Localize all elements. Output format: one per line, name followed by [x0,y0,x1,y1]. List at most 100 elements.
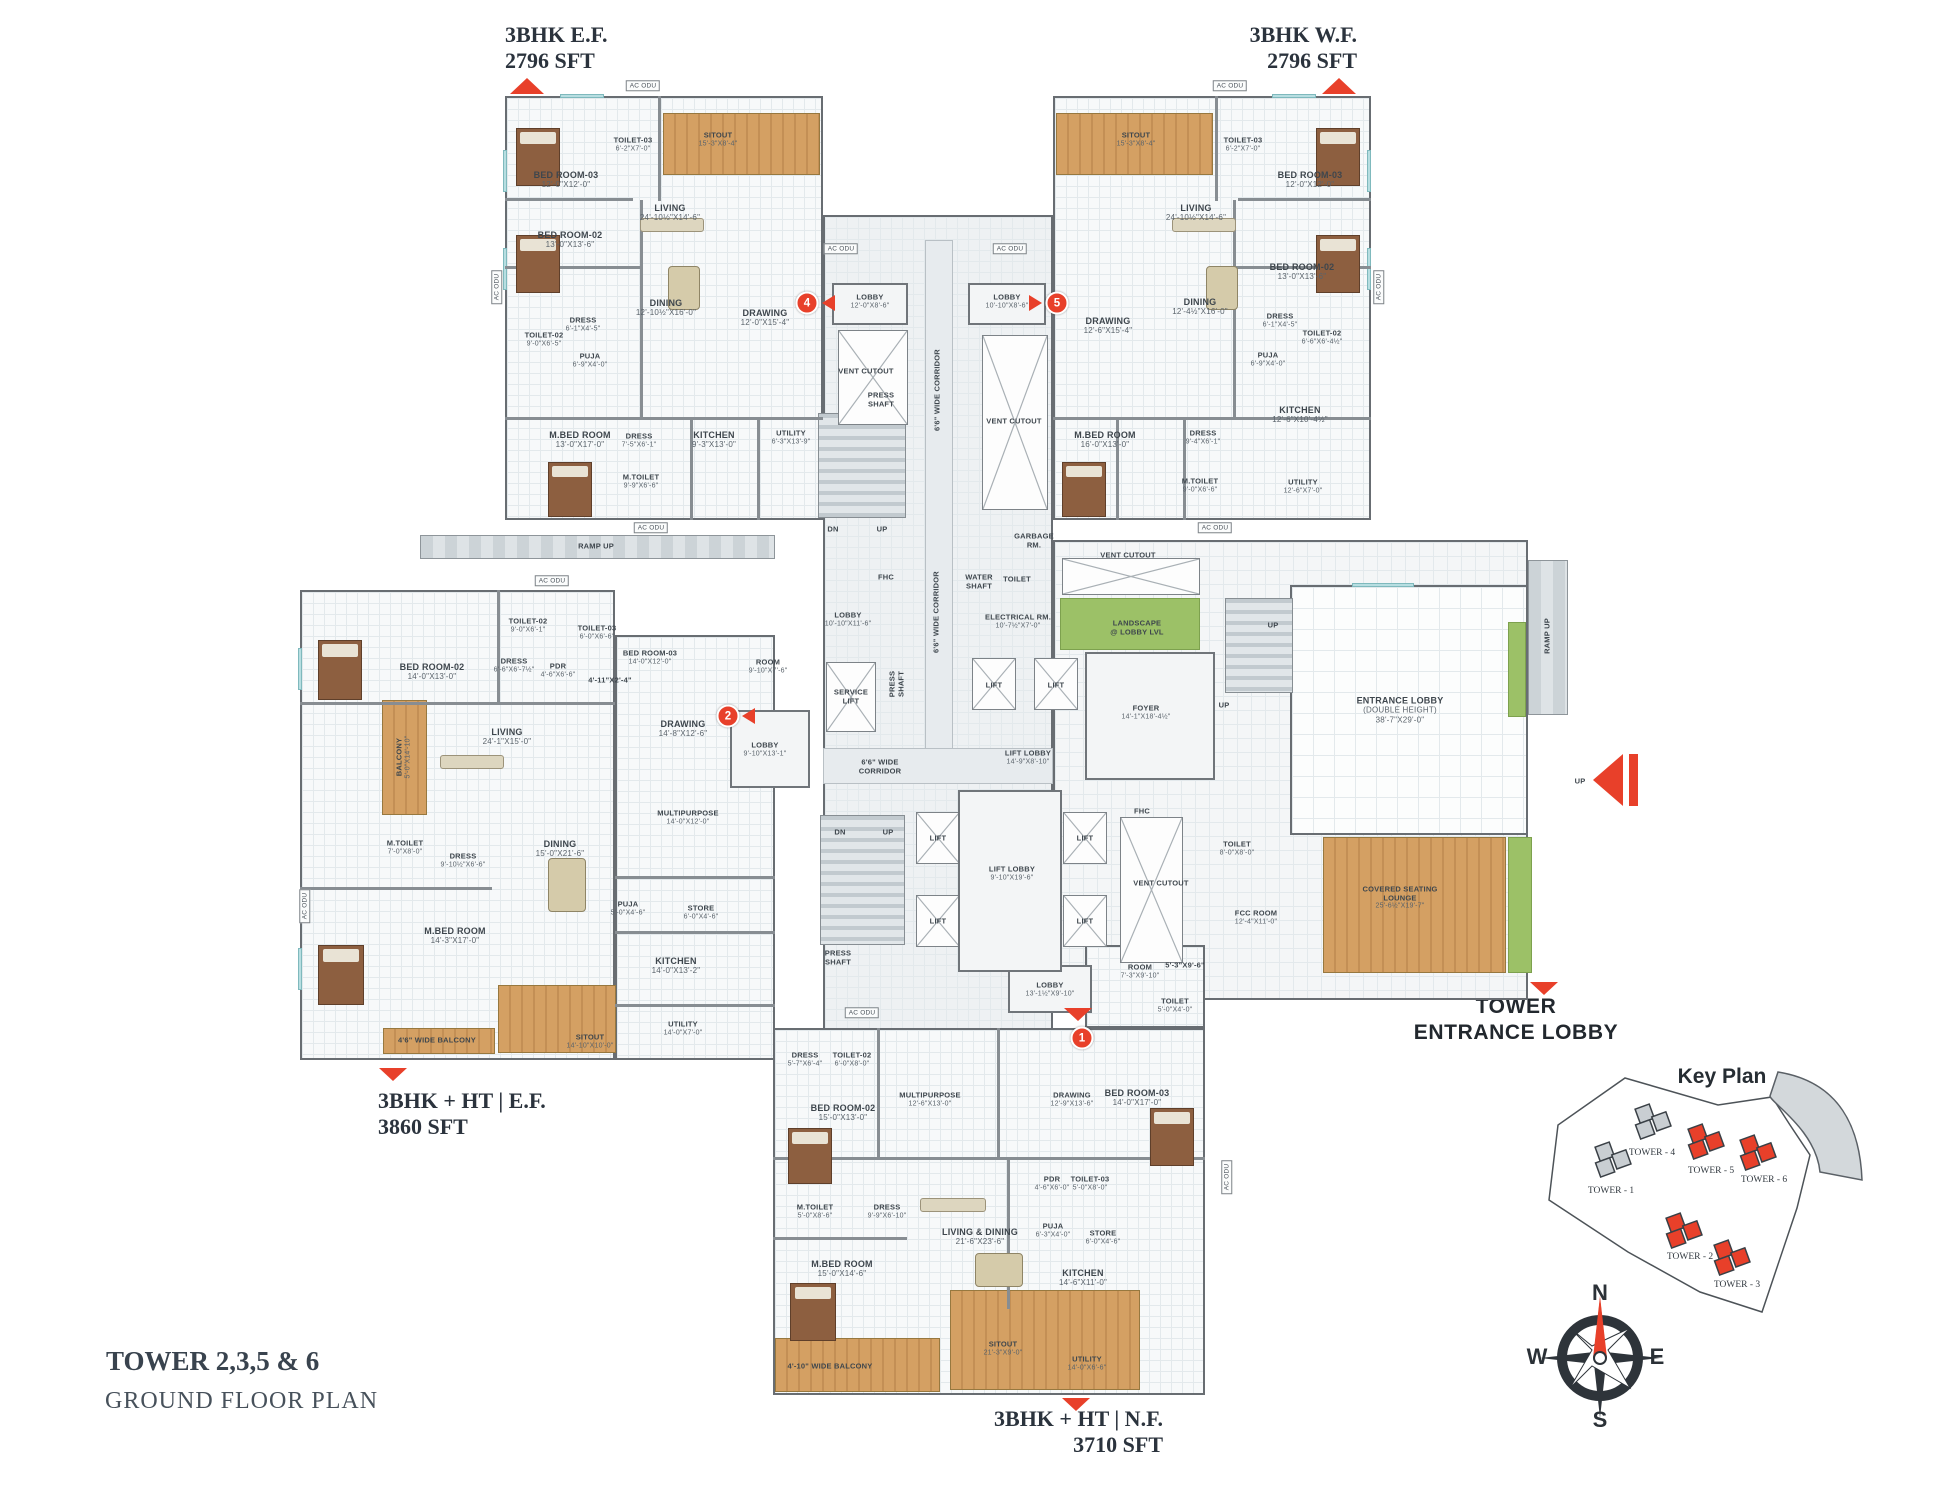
room-label: PRESS SHAFT [824,948,852,966]
compass-e: E [1649,1344,1665,1369]
room-label: UP [876,524,888,534]
key-plan-road [1769,1071,1863,1181]
room-label: VENT CUTOUT [838,366,894,376]
room-label: LIFT [929,833,947,843]
room-label: TOILET [1003,574,1031,584]
key-plan-tower-1 [1594,1141,1632,1179]
room-label: VENT CUTOUT [1133,878,1189,888]
room-label: RAMP UP [578,541,614,551]
wall-shape [300,702,615,705]
teal-shape [1272,94,1316,98]
wall-shape [1183,420,1186,520]
wall-shape [300,887,492,890]
tile-shape [1290,585,1528,835]
lbox-shape [832,283,908,325]
key-plan-tower-5 [1687,1123,1725,1161]
room-label: AC ODU [992,243,1028,255]
room-label: FHC [1133,806,1151,816]
room-label: AC ODU [625,80,661,92]
wall-shape [615,1004,775,1007]
pointer-top-left [510,78,544,94]
vent-shape [838,330,908,425]
vent-shape [1063,812,1107,864]
vent-shape [1120,817,1183,963]
key-plan-tower-6 [1739,1134,1777,1172]
title-accent-bar [64,1314,94,1424]
wall-shape [1238,198,1371,201]
sofa-shape [1172,218,1236,232]
vent-shape [1062,558,1200,595]
room-label: AC ODU [534,575,570,587]
unit-marker-arrow-5 [1029,295,1042,311]
key-plan-tower-label: TOWER - 2 [1666,1252,1714,1262]
key-plan-tower-label: TOWER - 6 [1740,1175,1788,1185]
pointer-top-right [1322,78,1356,94]
vent-shape [982,335,1048,510]
room-label: ELECTRICAL RM.10'-7½"X7'-0" [985,612,1051,630]
teal-shape [560,94,604,98]
wood-shape [1056,113,1213,175]
unit-label-top-right: 3BHK W.F.2796 SFT [1249,22,1357,74]
room-label: AC ODU [633,522,669,534]
wall-shape [757,420,760,520]
room-label: VENT CUTOUT [1100,550,1156,560]
vent-shape [916,812,960,864]
room-label: LIFT [1076,833,1094,843]
wall-shape [497,590,500,702]
wall-shape [1007,1157,1010,1309]
bed-shape [516,235,560,293]
pointer-bottom [1062,1398,1090,1411]
green-shape [1508,622,1526,717]
unit-marker-arrow-2 [742,708,755,724]
room-label: AC ODU [491,269,503,305]
lbox-shape [1085,652,1215,780]
key-plan-tower-label: TOWER - 1 [1587,1186,1635,1196]
bed-shape [1316,128,1360,186]
tbl-shape [1206,266,1238,310]
unit-marker-5: 5 [1045,291,1069,315]
unit-marker-2: 2 [716,704,740,728]
room-label: AC ODU [1221,1159,1233,1195]
ramp-shape [1528,560,1568,715]
compass-s: S [1592,1407,1608,1432]
key-plan-tower-3 [1713,1239,1751,1277]
room-label: 6'6" WIDE CORRIDOR [932,349,942,431]
green-shape [1060,598,1200,650]
room-label: PRESS SHAFT [867,390,895,408]
teal-shape [1367,150,1371,192]
wall-shape [1116,420,1119,520]
room-label: UP [882,827,894,837]
room-label: LIFT [985,680,1003,690]
room-label: WATER SHAFT [965,572,993,590]
room-label: 6'6" WIDE CORRIDOR [858,757,902,775]
room-label: 4'-11"X2'-4" [588,675,632,685]
